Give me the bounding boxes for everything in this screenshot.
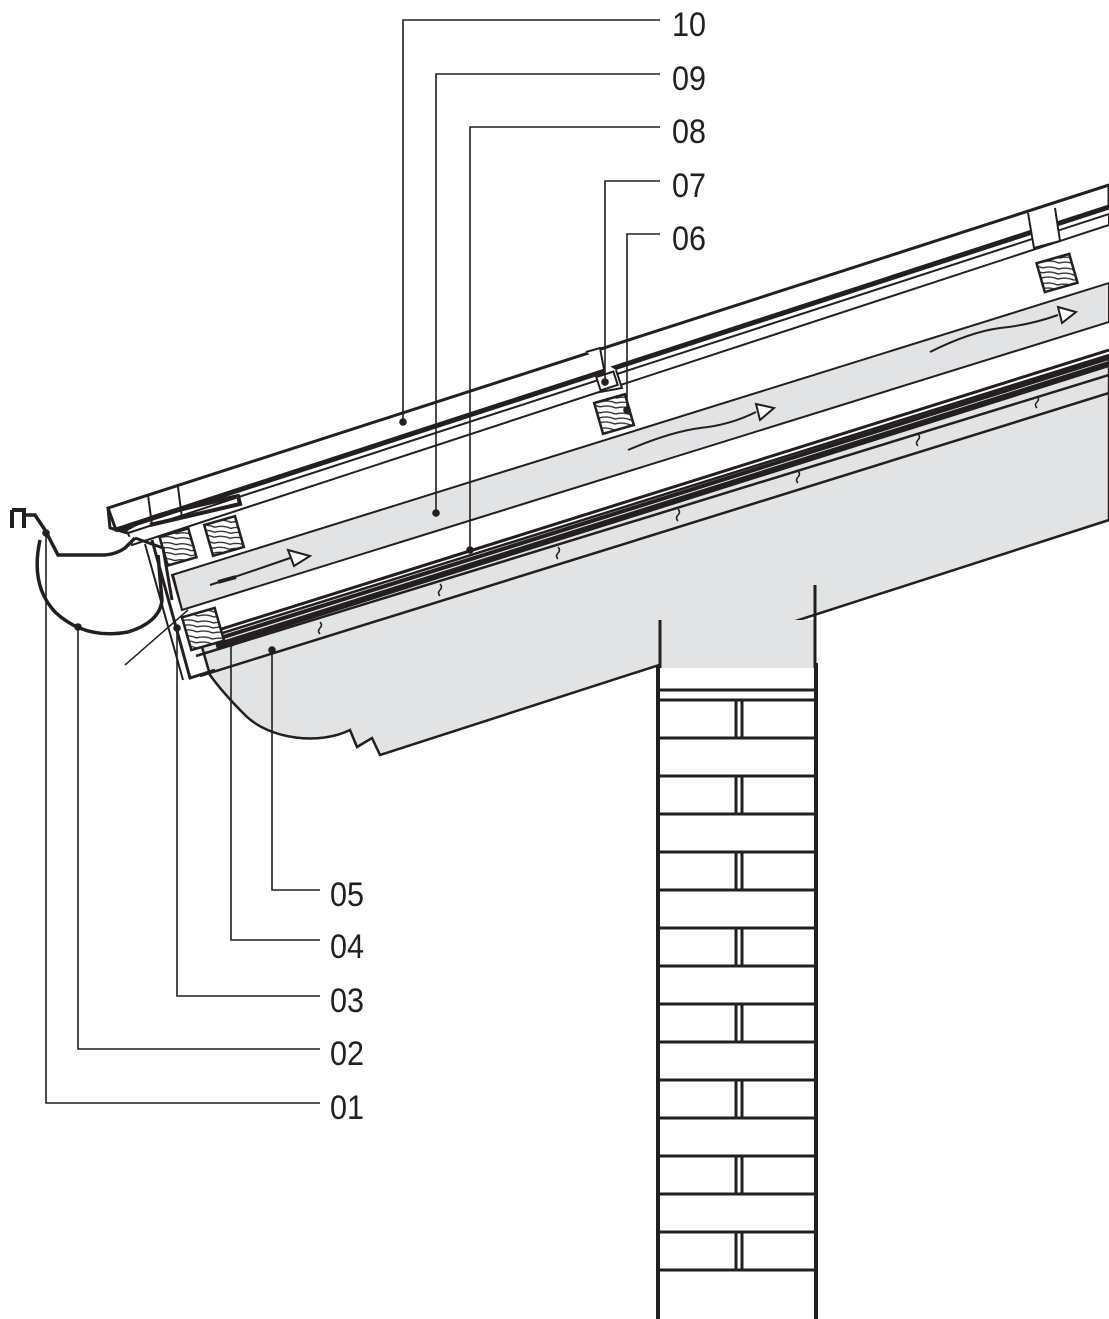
leader-07 (604, 180, 660, 382)
airflow-arrows (209, 305, 1079, 586)
callout-label-02: 02 (330, 1035, 364, 1073)
callout-labels: 10 09 08 07 06 05 04 03 02 01 (330, 6, 706, 1127)
drip-line (124, 609, 189, 666)
leader-09 (435, 73, 660, 513)
callout-label-10: 10 (672, 6, 706, 44)
brick-perpend (734, 1156, 744, 1194)
leader-01 (45, 533, 320, 1104)
leader-04 (230, 643, 320, 941)
board-joint-mark (675, 508, 681, 522)
brick-perpend (734, 700, 744, 738)
brick-wall (656, 663, 818, 1319)
leader-03 (176, 628, 320, 997)
tile-clip-right (1027, 207, 1062, 250)
board-joint-mark (915, 433, 921, 447)
brick-perpend (734, 1080, 744, 1118)
ceiling-infill (198, 353, 1109, 757)
brick-perpend (734, 776, 744, 814)
callout-label-09: 09 (672, 60, 706, 98)
brick-perpend (734, 1004, 744, 1042)
leader-08 (469, 126, 660, 550)
callout-label-01: 01 (330, 1089, 364, 1127)
callout-label-03: 03 (330, 982, 364, 1020)
brick-perpend (734, 852, 744, 890)
leader-06 (626, 233, 660, 410)
board-joint-mark (1034, 395, 1040, 409)
brick-perpend (734, 928, 744, 966)
timber-battens (157, 252, 1080, 652)
callout-label-08: 08 (672, 113, 706, 151)
board-joint-mark (317, 621, 323, 635)
leader-10 (402, 19, 660, 422)
callout-leaders (42, 19, 660, 1104)
gutter (10, 508, 174, 636)
board-joint-mark (795, 470, 801, 484)
rafter-layers (195, 348, 1109, 678)
callout-label-07: 07 (672, 167, 706, 205)
callout-label-06: 06 (672, 220, 706, 258)
leader-02 (77, 627, 320, 1050)
tile-clip-front (147, 486, 183, 526)
callout-label-04: 04 (330, 928, 364, 966)
brick-perpend (734, 1232, 744, 1270)
board-joint-mark (437, 583, 443, 597)
leader-05 (271, 650, 320, 891)
callout-label-05: 05 (330, 876, 364, 914)
board-joint-mark (555, 546, 561, 560)
